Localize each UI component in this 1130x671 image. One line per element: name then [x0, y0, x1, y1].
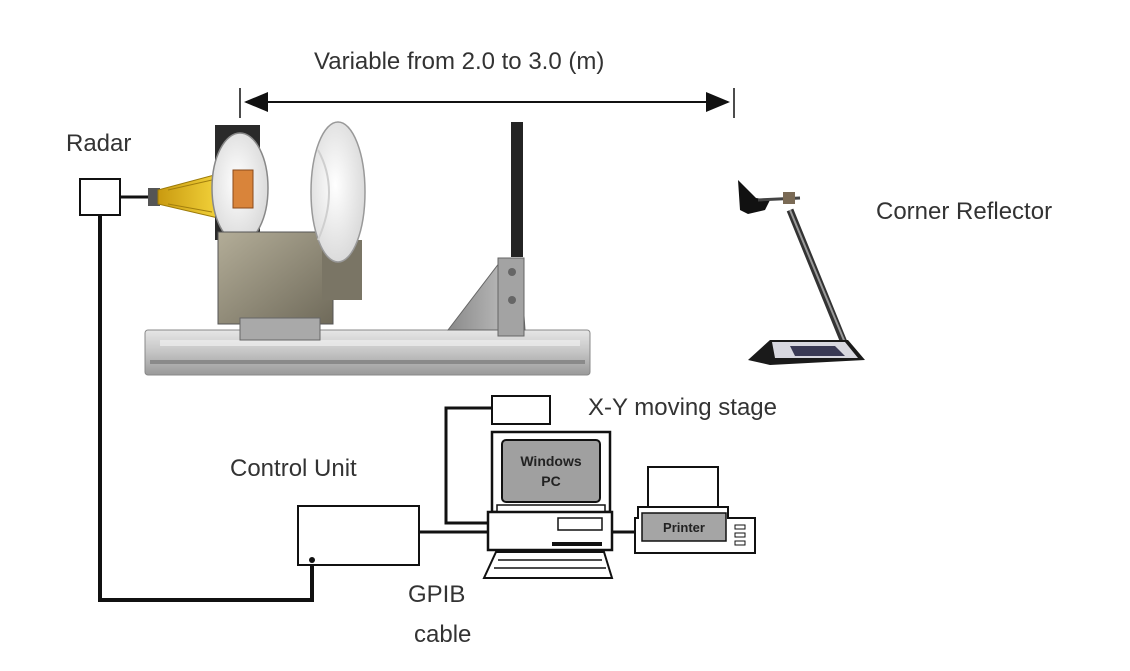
radar-box	[79, 178, 121, 216]
printer-label: Printer	[663, 520, 705, 535]
pc-label-line2: PC	[541, 473, 560, 489]
corner-reflector-label: Corner Reflector	[876, 198, 1053, 225]
horn-antenna	[148, 173, 219, 219]
distance-label: Variable from 2.0 to 3.0 (m)	[314, 48, 605, 75]
test-bench-photo	[144, 121, 591, 376]
gpib-label: GPIB	[408, 581, 466, 608]
radar-label: Radar	[66, 130, 132, 157]
pc-label-line1: Windows	[520, 453, 582, 469]
cable-label: cable	[414, 621, 472, 648]
printer	[634, 466, 756, 554]
control-unit-label: Control Unit	[230, 455, 357, 482]
corner-reflector-photo	[738, 180, 865, 365]
windows-pc	[482, 430, 614, 579]
distance-dimension	[239, 88, 735, 118]
xy-stage-label: X-Y moving stage	[588, 394, 777, 421]
radar-cable	[98, 215, 314, 602]
xy-stage-box	[491, 395, 551, 425]
stage-cable	[444, 406, 492, 525]
control-unit-box	[297, 505, 420, 566]
